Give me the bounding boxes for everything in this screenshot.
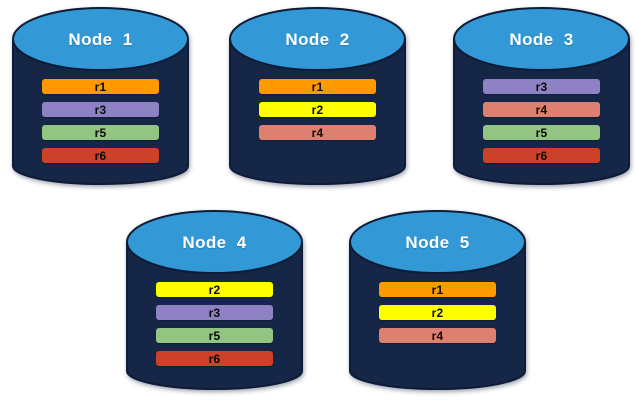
record-bar[interactable]: r3 bbox=[42, 102, 159, 117]
record-label: r6 bbox=[208, 351, 221, 366]
record-bar[interactable]: r5 bbox=[483, 125, 600, 140]
record-bar[interactable]: r4 bbox=[259, 125, 376, 140]
cylinder-top-disc bbox=[229, 7, 406, 71]
record-label: r5 bbox=[535, 125, 548, 140]
record-label: r5 bbox=[94, 125, 107, 140]
record-list: r2 r3 r5 r6 bbox=[125, 282, 304, 374]
record-label: r4 bbox=[311, 125, 324, 140]
record-bar[interactable]: r4 bbox=[483, 102, 600, 117]
record-bar[interactable]: r1 bbox=[42, 79, 159, 94]
record-bar[interactable]: r2 bbox=[156, 282, 273, 297]
record-label: r5 bbox=[208, 328, 221, 343]
record-label: r2 bbox=[431, 305, 444, 320]
record-label: r4 bbox=[431, 328, 444, 343]
record-bar[interactable]: r3 bbox=[156, 305, 273, 320]
cylinder-top-disc bbox=[453, 7, 630, 71]
record-bar[interactable]: r5 bbox=[42, 125, 159, 140]
record-label: r2 bbox=[208, 282, 221, 297]
record-bar[interactable]: r1 bbox=[259, 79, 376, 94]
record-label: r1 bbox=[431, 282, 444, 297]
record-label: r2 bbox=[311, 102, 324, 117]
record-bar[interactable]: r6 bbox=[42, 148, 159, 163]
record-bar[interactable]: r6 bbox=[483, 148, 600, 163]
record-bar[interactable]: r4 bbox=[379, 328, 496, 343]
record-label: r3 bbox=[94, 102, 107, 117]
record-bar[interactable]: r5 bbox=[156, 328, 273, 343]
record-label: r6 bbox=[94, 148, 107, 163]
record-list: r1 r2 r4 bbox=[348, 282, 527, 351]
record-list: r1 r3 r5 r6 bbox=[11, 79, 190, 171]
record-label: r6 bbox=[535, 148, 548, 163]
cylinder-top-disc bbox=[126, 210, 303, 274]
cylinder-top-disc bbox=[12, 7, 189, 71]
record-label: r1 bbox=[94, 79, 107, 94]
record-bar[interactable]: r3 bbox=[483, 79, 600, 94]
record-bar[interactable]: r1 bbox=[379, 282, 496, 297]
record-label: r4 bbox=[535, 102, 548, 117]
record-bar[interactable]: r6 bbox=[156, 351, 273, 366]
record-bar[interactable]: r2 bbox=[379, 305, 496, 320]
record-label: r3 bbox=[208, 305, 221, 320]
record-list: r3 r4 r5 r6 bbox=[452, 79, 631, 171]
record-label: r3 bbox=[535, 79, 548, 94]
record-list: r1 r2 r4 bbox=[228, 79, 407, 148]
record-label: r1 bbox=[311, 79, 324, 94]
cylinder-top-disc bbox=[349, 210, 526, 274]
record-bar[interactable]: r2 bbox=[259, 102, 376, 117]
